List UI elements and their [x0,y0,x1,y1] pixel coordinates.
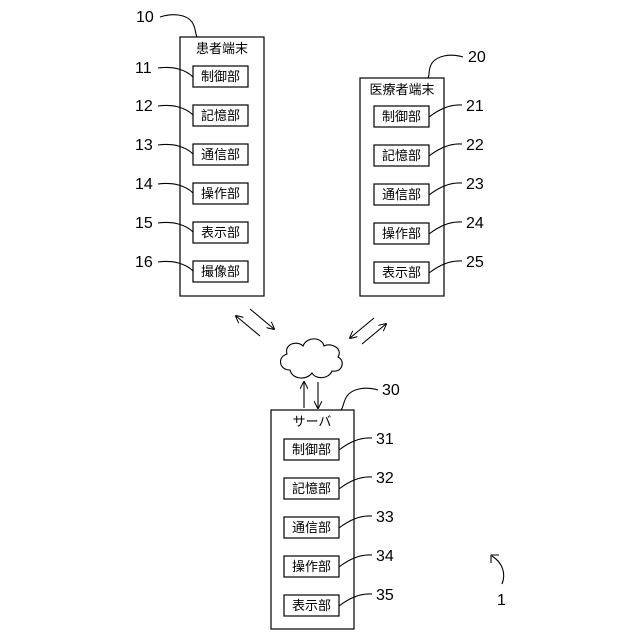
module-ref: 22 [466,137,484,154]
module-label: 操作部 [382,226,421,242]
module-ref: 21 [466,98,484,115]
module-label: 表示部 [292,599,331,614]
module-label: 制御部 [201,70,240,85]
module-label: 操作部 [292,559,331,575]
system-ref: 1 [491,555,506,609]
patient-terminal-leader [160,15,197,37]
module-label: 操作部 [201,186,240,202]
module-label: 通信部 [201,148,240,163]
system-ref-leader [492,556,504,584]
module-ref: 12 [135,98,153,115]
server-ref: 30 [382,382,400,399]
module-ref: 11 [135,60,152,77]
server-title: サーバ [293,415,332,430]
module-label: 制御部 [292,443,331,458]
server: サーバ 30 制御部 31 記憶部 32 通信部 33 操作部 34 [271,382,400,629]
module-label: 記憶部 [292,481,331,497]
module-ref: 23 [466,176,484,193]
module-ref: 16 [135,254,153,271]
patient-terminal-ref: 10 [136,9,154,26]
patient-network-arrows [236,309,274,336]
arrow-to-medical-terminal [362,324,386,344]
medical-terminal-title: 医療者端末 [369,83,434,98]
server-network-arrows [304,382,318,408]
module-label: 通信部 [382,188,421,203]
module-ref: 13 [135,137,153,154]
patient-terminal-title: 患者端末 [196,42,248,57]
medical-network-arrows [350,318,386,344]
module-label: 撮像部 [201,264,240,280]
module-ref: 14 [135,176,153,193]
module-label: 記憶部 [382,148,421,164]
module-ref: 25 [466,254,484,271]
arrow-to-network [250,309,274,329]
module-ref: 24 [466,215,484,232]
module-ref: 33 [376,509,394,526]
module-ref: 31 [376,431,394,448]
server-leader [341,388,378,410]
module-label: 記憶部 [201,108,240,124]
medical-terminal-leader [428,55,463,78]
module-label: 表示部 [201,226,240,241]
module-ref: 35 [376,587,394,604]
cloud-icon [281,339,343,378]
module-label: 制御部 [382,110,421,125]
module-label: 表示部 [382,266,421,281]
medical-terminal: 医療者端末 20 制御部 21 記憶部 22 通信部 23 操作部 24 [360,49,486,296]
module-ref: 34 [376,548,394,565]
module-label: 通信部 [292,521,331,536]
module-ref: 15 [135,215,153,232]
patient-terminal: 患者端末 10 制御部 11 記憶部 12 通信部 13 操作部 14 [135,9,264,296]
medical-terminal-ref: 20 [468,49,486,66]
arrow-to-patient-terminal [236,316,260,336]
arrow-to-network [350,318,374,338]
module-ref: 32 [376,470,394,487]
system-ref-label: 1 [497,592,506,609]
